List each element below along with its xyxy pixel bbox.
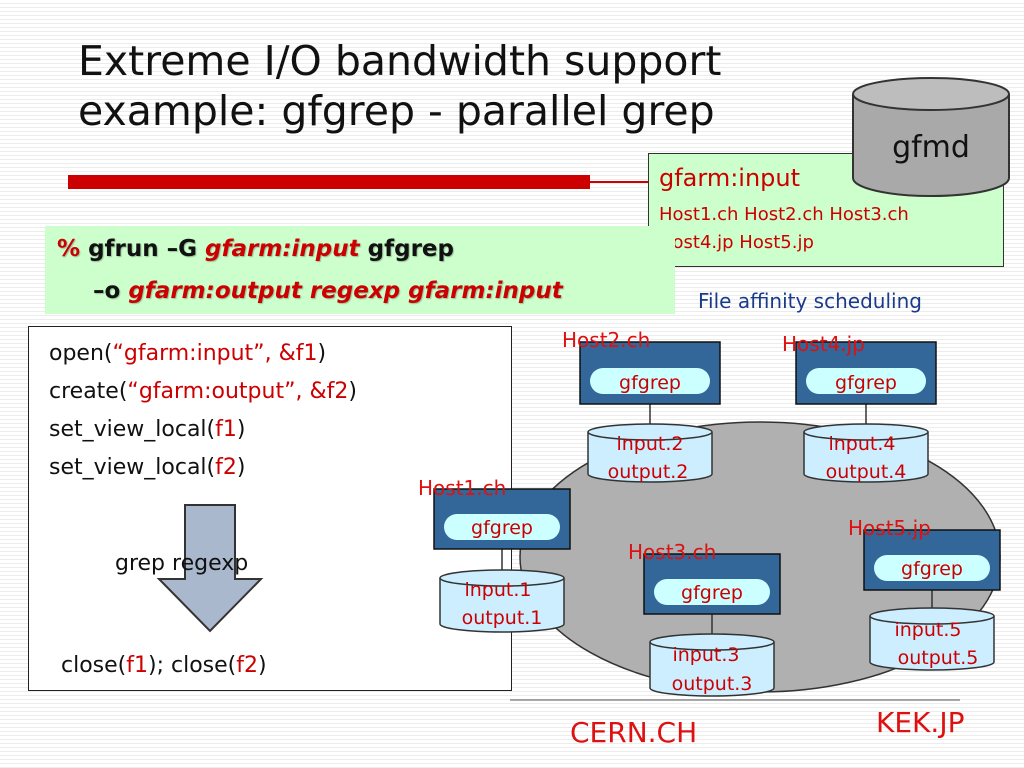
host4-process: gfgrep xyxy=(835,372,897,394)
host5-input-file: input.5 xyxy=(894,619,961,641)
command-line-1: % gfrun –G gfarm:input gfgrep xyxy=(57,232,454,266)
domain-label-cern: CERN.CH xyxy=(570,716,698,749)
command-option: –o xyxy=(93,278,121,304)
slide-title: Extreme I/O bandwidth support example: g… xyxy=(78,36,721,136)
gfarm-input-heading: gfarm:input xyxy=(659,164,801,192)
host-node-3: gfgrep input.3 output.3 xyxy=(643,553,781,697)
gfmd-label: gfmd xyxy=(892,130,970,165)
host2-name-label: Host2.ch xyxy=(562,328,651,352)
command-gfrun: gfrun –G xyxy=(88,236,198,262)
host1-name-label: Host1.ch xyxy=(418,476,507,500)
host3-input-file: input.3 xyxy=(672,644,739,666)
code-line-set-view-f2: set_view_local(f2) xyxy=(49,455,246,480)
flow-down-arrow-icon xyxy=(156,504,264,633)
gfmd-cylinder-icon: gfmd xyxy=(852,77,1010,197)
gfarm-input-hosts-line-1: Host1.ch Host2.ch Host3.ch xyxy=(659,204,909,225)
host2-output-file: output.2 xyxy=(608,461,689,483)
command-program: gfgrep xyxy=(367,236,454,262)
host5-output-file: output.5 xyxy=(898,647,979,669)
command-arg-regexp: regexp xyxy=(309,278,401,304)
title-line-1: Extreme I/O bandwidth support xyxy=(78,37,722,85)
code-box: open(“gfarm:input”, &f1) create(“gfarm:o… xyxy=(28,326,512,691)
gfarm-input-hosts-line-2: Host4.jp Host5.jp xyxy=(659,232,814,253)
command-line-2: –o gfarm:output regexp gfarm:input xyxy=(93,274,563,308)
code-line-set-view-f1: set_view_local(f1) xyxy=(49,417,246,442)
code-line-close: close(f1); close(f2) xyxy=(61,653,267,678)
host-node-5: gfgrep input.5 output.5 xyxy=(863,529,1001,671)
host4-name-label: Host4.jp xyxy=(782,332,865,356)
command-arg-input: gfarm:input xyxy=(205,236,360,262)
host4-output-file: output.4 xyxy=(826,461,907,483)
code-grep-regexp: grep regexp xyxy=(115,551,249,576)
command-prompt: % xyxy=(57,236,81,262)
command-arg-input-2: gfarm:input xyxy=(408,278,563,304)
host3-output-file: output.3 xyxy=(672,673,753,695)
title-line-2: example: gfgrep - parallel grep xyxy=(78,87,715,135)
command-arg-output: gfarm:output xyxy=(128,278,302,304)
host-node-1: gfgrep input.1 output.1 xyxy=(433,488,571,633)
host1-output-file: output.1 xyxy=(462,607,543,629)
host3-process: gfgrep xyxy=(681,582,743,604)
file-affinity-label: File affinity scheduling xyxy=(698,289,922,313)
command-box: % gfrun –G gfarm:input gfgrep –o gfarm:o… xyxy=(45,226,675,314)
host4-input-file: input.4 xyxy=(828,433,895,455)
host5-name-label: Host5.jp xyxy=(848,516,931,540)
host2-input-file: input.2 xyxy=(616,433,683,455)
host5-process: gfgrep xyxy=(901,558,963,580)
host1-process: gfgrep xyxy=(471,517,533,539)
host2-process: gfgrep xyxy=(619,372,681,394)
domain-label-kek: KEK.JP xyxy=(876,706,965,739)
host3-name-label: Host3.ch xyxy=(628,540,717,564)
title-underline-line xyxy=(590,181,650,183)
host-node-2: gfgrep input.2 output.2 xyxy=(579,341,721,483)
title-underline-bar xyxy=(68,175,590,189)
code-line-create: create(“gfarm:output”, &f2) xyxy=(49,379,357,404)
host-node-4: gfgrep input.4 output.4 xyxy=(795,341,937,483)
host1-input-file: input.1 xyxy=(464,579,531,601)
code-line-open: open(“gfarm:input”, &f1) xyxy=(49,341,327,366)
